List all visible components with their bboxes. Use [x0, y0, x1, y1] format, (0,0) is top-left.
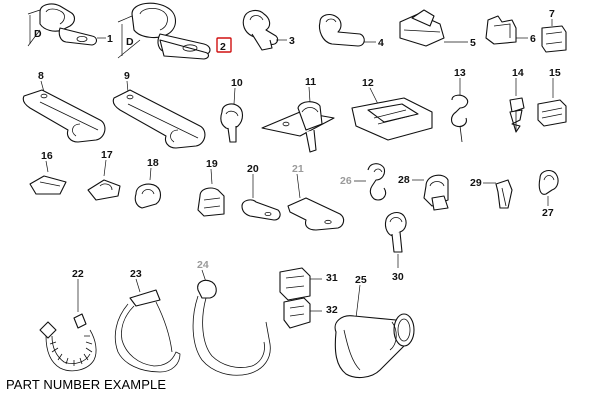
- part-16-flat-clip[interactable]: [29, 160, 67, 195]
- callout-32: 32: [326, 304, 338, 316]
- callout-7: 7: [549, 8, 555, 20]
- part-15-retainer[interactable]: [537, 78, 567, 127]
- callout-11: 11: [305, 76, 316, 88]
- part-1-p-clamp[interactable]: [27, 3, 106, 47]
- callout-14: 14: [512, 67, 524, 79]
- part-24-large-band-clamp[interactable]: [192, 269, 271, 376]
- part-20-tab-clip[interactable]: [241, 174, 281, 221]
- callout-10: 10: [231, 77, 243, 89]
- callout-24: 24: [197, 259, 209, 271]
- callout-22: 22: [72, 268, 84, 280]
- callout-27: 27: [542, 207, 554, 219]
- callout-25: 25: [355, 274, 367, 286]
- part-31-connector-clip[interactable]: [279, 267, 322, 301]
- part-3-spring-clip[interactable]: [242, 9, 287, 51]
- callout-15: 15: [549, 67, 561, 79]
- part-8-strap-clip[interactable]: [22, 80, 106, 143]
- callout-16: 16: [41, 150, 53, 162]
- callout-2: 2: [220, 41, 226, 53]
- callout-20: 20: [247, 163, 259, 175]
- callout-19: 19: [206, 158, 218, 170]
- callout-21: 21: [292, 163, 304, 175]
- callout-30: 30: [392, 271, 404, 283]
- part-17-wire-clip[interactable]: [87, 159, 121, 201]
- callout-17: 17: [101, 149, 113, 161]
- part-25-rubber-boot[interactable]: [334, 284, 415, 379]
- part-32-connector-insert[interactable]: [283, 297, 322, 329]
- callout-26: 26: [340, 175, 352, 187]
- callout-4: 4: [378, 37, 384, 49]
- part-21-flat-strap[interactable]: [287, 173, 345, 231]
- part-7-square-clip[interactable]: [541, 19, 567, 53]
- part-19-box-clip[interactable]: [197, 168, 225, 217]
- dimension-label-d: D: [34, 28, 42, 40]
- part-13-twin-clip[interactable]: [450, 78, 469, 143]
- part-30-plug-clip[interactable]: [384, 211, 407, 268]
- part-12-large-holder[interactable]: [351, 87, 433, 141]
- callout-6: 6: [530, 33, 536, 45]
- part-23-hose-clamp-band[interactable]: [114, 278, 181, 373]
- callout-5: 5: [470, 37, 476, 49]
- part-27-retainer-clip[interactable]: [538, 169, 559, 206]
- callout-9: 9: [124, 70, 130, 82]
- callout-31: 31: [326, 272, 338, 284]
- callout-1: 1: [107, 33, 113, 45]
- callout-3: 3: [289, 35, 295, 47]
- part-5-clip-bracket[interactable]: [399, 9, 468, 47]
- part-29-angle-clip[interactable]: [483, 179, 513, 209]
- callout-23: 23: [130, 268, 142, 280]
- callout-18: 18: [147, 157, 159, 169]
- part-10-push-clip[interactable]: [220, 87, 244, 143]
- callout-13: 13: [454, 67, 466, 79]
- highlight-box: [216, 37, 232, 53]
- caption-part-number-example: PART NUMBER EXAMPLE: [6, 377, 167, 392]
- part-28-bracket-clip[interactable]: [412, 174, 449, 211]
- part-26-double-clip[interactable]: [354, 163, 387, 201]
- part-6-edge-clip[interactable]: [485, 15, 528, 45]
- callout-28: 28: [398, 174, 410, 186]
- callout-12: 12: [362, 77, 374, 89]
- part-4-cable-holder[interactable]: [318, 13, 377, 47]
- part-2-double-p-clamp[interactable]: [117, 2, 211, 60]
- dimension-label-d-2: D: [126, 36, 134, 48]
- part-11-cable-tie-mount[interactable]: [261, 86, 335, 153]
- callout-29: 29: [470, 177, 482, 189]
- part-18-saddle-clip[interactable]: [134, 167, 162, 209]
- part-9-long-strap-clip[interactable]: [112, 80, 206, 149]
- callout-8: 8: [38, 70, 44, 82]
- part-14-fir-tree-clip[interactable]: [509, 78, 525, 133]
- part-22-ribbed-cable-tie[interactable]: [39, 279, 97, 372]
